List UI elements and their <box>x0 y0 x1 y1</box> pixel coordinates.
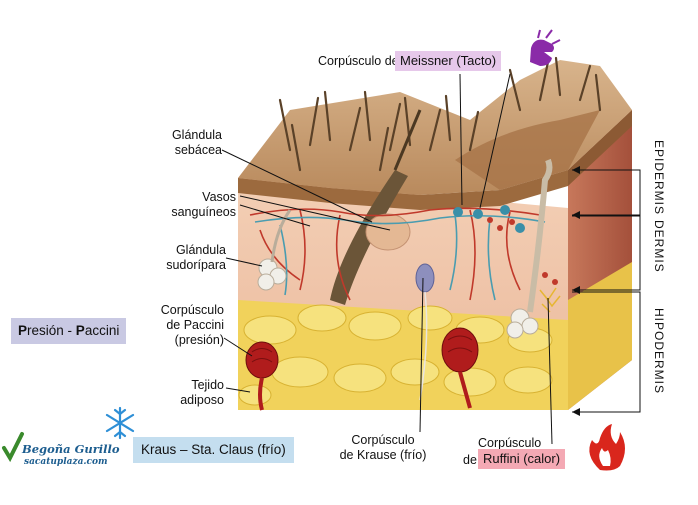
paccini-label-line3: (presión) <box>174 333 224 347</box>
presion-paccini-callout: Presión - Paccini <box>11 318 127 344</box>
flame-icon <box>589 424 625 471</box>
label-pointers <box>221 73 553 445</box>
sweat-gland <box>257 158 553 339</box>
brand-name: Begoña Gurillo <box>22 442 120 456</box>
checkmark-logo-icon <box>2 432 24 463</box>
adipose-label: Tejido adiposo <box>150 378 224 408</box>
layer-epidermis: EPIDERMIS <box>652 140 666 216</box>
presion-bold-p1: P <box>18 323 28 338</box>
hand-touch-icon <box>530 29 561 66</box>
krause-corpuscle <box>415 263 435 293</box>
meissner-label-prefix: Corpúsculo de <box>318 54 399 68</box>
paccini-label: Corpúsculo de Paccini (presión) <box>150 303 224 348</box>
sebaceous-gland <box>365 213 411 251</box>
blood-vessels-label: Vasos sanguíneos <box>150 190 236 220</box>
sebaceous-label-line1: Glándula <box>171 128 222 142</box>
krause-label-line2: de Krause (frío) <box>339 448 427 462</box>
presion-mid: resión - <box>27 323 76 338</box>
ruffini-highlight: Ruffini (calor) <box>478 449 566 469</box>
krause-label-line1: Corpúsculo <box>351 433 415 447</box>
paccini-label-line2: de Paccini <box>166 318 224 332</box>
sebaceous-label-line2: sebácea <box>174 143 222 157</box>
kraus-callout: Kraus – Sta. Claus (frío) <box>133 437 294 463</box>
vessels-label-line2: sanguíneos <box>171 205 236 219</box>
adipose-label-line1: Tejido <box>191 378 224 392</box>
sweat-label-line2: sudorípara <box>166 258 226 272</box>
layer-hipodermis: HIPODERMIS <box>652 308 666 395</box>
vessels-label-line1: Vasos <box>202 190 236 204</box>
ruffini-label-line1: Corpúsculo <box>478 436 542 450</box>
brand-site: sacatuplaza.com <box>24 457 108 467</box>
ruffini-label-prefix: de <box>463 453 477 467</box>
sweat-gland-label: Glándula sudorípara <box>150 243 226 273</box>
paccini-label-line1: Corpúsculo <box>160 303 224 317</box>
presion-bold-p2: P <box>75 323 85 338</box>
krause-label: Corpúsculo de Krause (frío) <box>328 433 438 463</box>
presion-end: accini <box>84 323 120 338</box>
sebaceous-gland-label: Glándula sebácea <box>150 128 222 158</box>
adipose-label-line2: adiposo <box>180 393 224 407</box>
snowflake-icon <box>105 406 135 440</box>
layer-dermis: DERMIS <box>652 220 666 273</box>
sweat-label-line1: Glándula <box>175 243 226 257</box>
layer-brackets <box>572 169 641 413</box>
meissner-highlight: Meissner (Tacto) <box>395 51 502 71</box>
meissner-label: Corpúsculo de <box>318 54 399 69</box>
